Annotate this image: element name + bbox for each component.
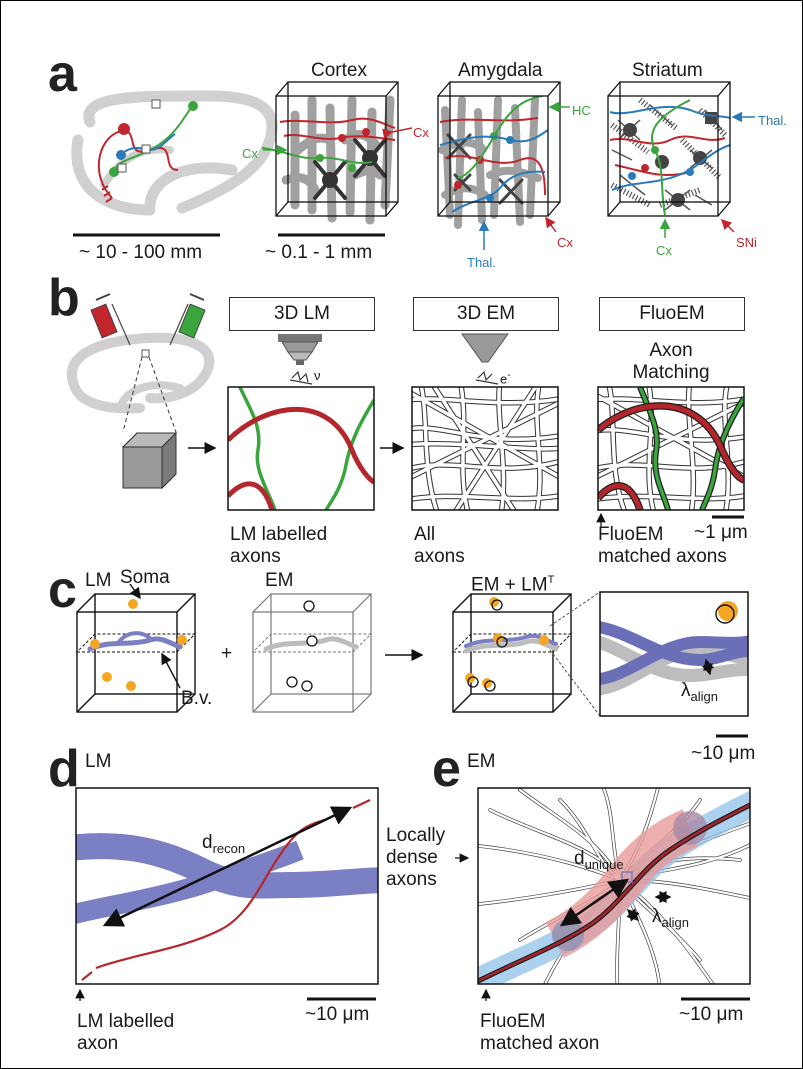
em-volume <box>251 593 373 713</box>
striatum-sni-label: SNi <box>736 235 757 250</box>
region-cortex-label: Cortex <box>311 60 367 81</box>
cortex-cx-green-label: Cx <box>242 146 258 161</box>
c-bv-label: B.v. <box>181 688 213 709</box>
axon-matching-line-2: Matching <box>632 362 710 383</box>
e-lambda-label: λalign <box>652 906 689 933</box>
c-lambda-sub: align <box>690 688 718 704</box>
method-box-3d-lm: 3D LM <box>229 297 375 331</box>
cortex-cube <box>261 81 413 225</box>
brain-outline-b <box>66 332 215 433</box>
region-striatum-label: Striatum <box>632 60 703 81</box>
d-recon-arrow <box>102 806 353 927</box>
electron-symbol: e- <box>500 365 511 389</box>
em-image <box>412 387 558 510</box>
caption-em-line-1: All <box>414 524 436 545</box>
fluoem-image-frame <box>597 386 745 511</box>
striatum-cx-label: Cx <box>656 243 672 258</box>
caption-lm-line-2: axons <box>230 546 281 567</box>
fluoem-image <box>598 387 744 510</box>
em-lm-volume <box>451 593 573 713</box>
light-wave-icon <box>289 370 313 385</box>
d-unique-arrow <box>559 878 630 927</box>
caption-em-line-2: axons <box>414 546 465 567</box>
c-em-lm-label: EM + LMT <box>471 570 554 595</box>
panel-letter-b: b <box>48 269 80 327</box>
e-caption-line-2: matched axon <box>480 1033 600 1054</box>
scale-label-c: ~10 μm <box>691 743 756 764</box>
lm-image-frame <box>227 386 375 511</box>
c-soma-label: Soma <box>120 567 170 588</box>
syringe-red <box>90 293 131 346</box>
brain-outline-a <box>71 90 278 216</box>
electron-symbol-sup: - <box>507 370 511 381</box>
method-box-3d-em: 3D EM <box>413 297 559 331</box>
d-recon-d: d <box>202 832 213 853</box>
lm-volume <box>75 583 197 713</box>
tissue-block <box>121 431 178 490</box>
c-lambda-symbol: λ <box>681 680 691 701</box>
c-lambda-label: λalign <box>681 680 718 707</box>
panel-e-frame <box>477 787 751 985</box>
c-plus-label: + <box>221 643 233 664</box>
em-beam-icon <box>461 333 509 363</box>
panel-d-image <box>76 788 378 984</box>
panel-d-frame <box>75 787 379 985</box>
d-recon-label: drecon <box>202 832 245 859</box>
scale-label-cube: ~ 0.1 - 1 mm <box>265 242 373 263</box>
d-unique-d: d <box>574 848 585 869</box>
zoom-inset-frame <box>599 591 749 717</box>
panel-letter-e: e <box>432 740 461 798</box>
scale-label-e: ~10 μm <box>679 1004 744 1025</box>
scale-label-brain: ~ 10 - 100 mm <box>79 242 203 263</box>
e-dense-line-2: dense <box>386 847 438 868</box>
caption-fluoem-line-2: matched axons <box>598 546 727 567</box>
panel-letter-a: a <box>48 45 77 103</box>
electron-symbol-text: e <box>500 371 508 387</box>
d-caption-line-2: axon <box>77 1033 119 1054</box>
objective-icon <box>278 334 322 365</box>
d-title: LM <box>85 751 112 772</box>
e-caption-line-1: FluoEM <box>480 1011 546 1032</box>
lm-image <box>228 387 374 510</box>
striatum-thal-label: Thal. <box>758 113 787 128</box>
c-lm-label: LM <box>85 570 112 591</box>
amygdala-hc-label: HC <box>572 103 591 118</box>
caption-fluoem-line-1: FluoEM <box>598 524 664 545</box>
zoom-inset <box>600 592 748 716</box>
scale-label-d: ~10 μm <box>305 1004 370 1025</box>
method-box-fluoem: FluoEM <box>599 297 745 331</box>
panel-letter-c: c <box>48 561 77 619</box>
brain-projections-a <box>97 99 198 203</box>
electron-wave-icon <box>475 370 499 385</box>
d-caption-line-1: LM labelled <box>77 1011 175 1032</box>
scale-label-b: ~1 μm <box>694 522 748 543</box>
c-em-lm-text: EM + LM <box>471 574 548 596</box>
c-em-lm-sup: T <box>547 574 555 586</box>
striatum-cube <box>607 81 755 238</box>
d-unique-sub: unique <box>584 856 624 872</box>
d-unique-label: dunique <box>574 848 624 875</box>
d-recon-sub: recon <box>212 840 246 856</box>
e-lambda-sub: align <box>661 914 689 930</box>
e-dense-line-3: axons <box>386 869 437 890</box>
amygdala-cx-label: Cx <box>557 235 573 250</box>
e-dense-line-1: Locally <box>386 825 446 846</box>
cortex-cx-red-label: Cx <box>413 125 429 140</box>
panel-letter-d: d <box>48 740 80 798</box>
amygdala-cube <box>437 81 570 250</box>
amygdala-thal-label: Thal. <box>467 255 496 270</box>
caption-lm-line-1: LM labelled <box>230 524 328 545</box>
c-em-label: EM <box>265 570 294 591</box>
axon-matching-line-1: Axon <box>649 340 693 361</box>
lambda-arrow-1 <box>626 908 640 922</box>
region-amygdala-label: Amygdala <box>458 60 543 81</box>
photon-symbol: ν <box>314 368 321 383</box>
zoom-lines <box>549 591 601 717</box>
syringe-green <box>169 293 206 346</box>
e-title: EM <box>467 751 496 772</box>
em-image-frame <box>411 386 559 511</box>
e-lambda-symbol: λ <box>652 906 662 927</box>
